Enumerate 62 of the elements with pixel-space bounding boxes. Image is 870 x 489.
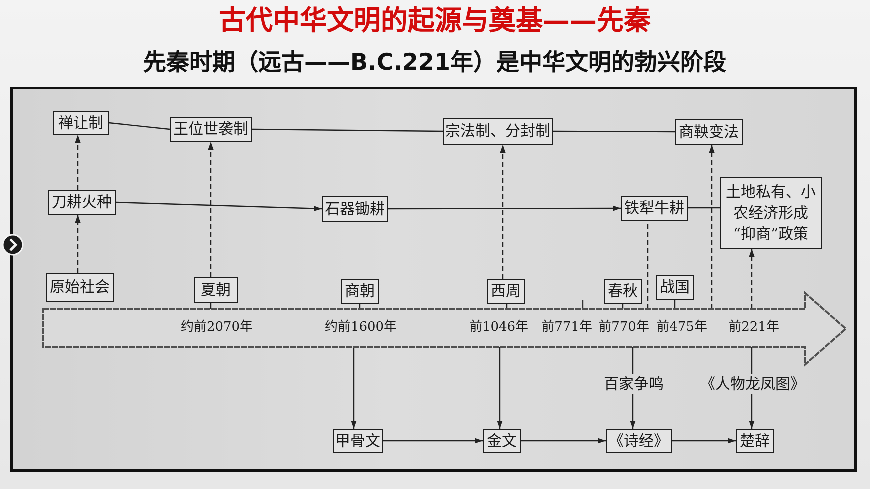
- event-box: [194, 277, 238, 303]
- event-box: [46, 273, 114, 302]
- event-label: 王位世袭制: [174, 119, 248, 140]
- arrow: [630, 394, 636, 429]
- connector-line: [688, 207, 720, 209]
- arrow: [388, 206, 621, 212]
- event-note: 百家争鸣: [603, 374, 665, 394]
- arrow: [351, 347, 357, 429]
- event-box: [487, 279, 525, 304]
- event-label: 金文: [487, 430, 517, 452]
- event-label: 西周: [491, 281, 521, 302]
- connector-line: [632, 347, 634, 374]
- dashed-arrow: [500, 145, 506, 279]
- event-label: 楚辞: [740, 430, 770, 452]
- year-label: 约前1600年: [324, 319, 398, 337]
- event-label: 战国: [660, 277, 690, 298]
- slide-title: 古代中华文明的起源与奠基——先秦: [219, 6, 651, 38]
- connector-line: [252, 128, 443, 132]
- event-box: [53, 111, 109, 135]
- arrow: [672, 438, 736, 444]
- year-label: 前1046年: [469, 319, 529, 337]
- year-label: 前221年: [728, 319, 780, 337]
- event-label: 禅让制: [58, 112, 104, 134]
- event-label: 刀耕火种: [52, 192, 112, 213]
- dashed-connector-line: [647, 221, 649, 309]
- event-label: 夏朝: [201, 280, 231, 300]
- event-label: 石器锄耕: [325, 198, 385, 220]
- event-label: 商鞅变法: [679, 122, 739, 142]
- year-label: 前475年: [656, 319, 708, 337]
- connector-line: [553, 130, 675, 133]
- event-box: [483, 429, 521, 453]
- dashed-arrow: [749, 249, 755, 309]
- event-label: 甲骨文: [336, 430, 380, 452]
- arrow: [521, 438, 606, 444]
- year-label: 约前2070年: [180, 319, 254, 337]
- subtitle: 先秦时期（远古——B.C.221年）是中华文明的勃兴阶段: [144, 49, 726, 78]
- arrow: [116, 202, 322, 212]
- event-label: 宗法制、分封制: [446, 121, 550, 142]
- event-label: 商朝: [345, 281, 375, 302]
- event-label: 铁犁牛耕: [624, 198, 684, 219]
- dashed-arrow: [709, 145, 715, 309]
- dashed-arrow: [208, 142, 214, 277]
- year-label: 前770年: [598, 319, 650, 337]
- arrow: [383, 438, 483, 444]
- year-label: 前771年: [542, 319, 592, 337]
- dashed-arrow: [75, 135, 81, 190]
- dashed-arrow: [75, 215, 81, 273]
- connector-line: [751, 347, 753, 374]
- event-label: 土地私有、小农经济形成“抑商”政策: [725, 182, 817, 244]
- event-box: [341, 279, 379, 304]
- arrow: [497, 347, 503, 429]
- event-label: 原始社会: [50, 277, 110, 298]
- event-box: [736, 429, 774, 453]
- event-box: [48, 190, 116, 215]
- event-box: [656, 275, 694, 300]
- event-box: [604, 279, 642, 304]
- event-label: 《诗经》: [609, 430, 669, 452]
- event-label: 春秋: [608, 281, 638, 302]
- event-note: 《人物龙凤图》: [700, 374, 806, 394]
- connector-line: [108, 122, 170, 130]
- arrow: [749, 394, 755, 429]
- event-box: [675, 119, 743, 145]
